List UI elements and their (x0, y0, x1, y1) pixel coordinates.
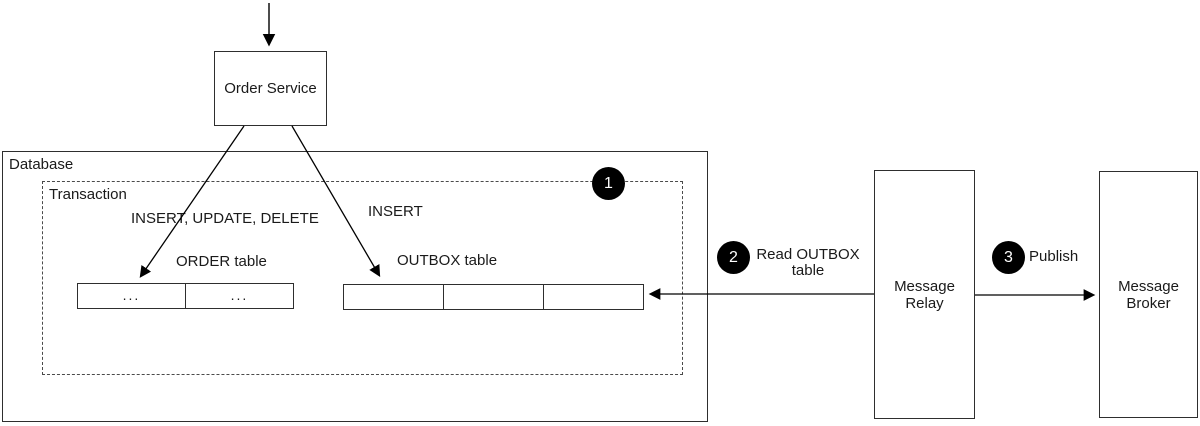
step-3-badge: 3 (992, 241, 1025, 274)
transaction-label: Transaction (49, 186, 127, 203)
message-broker-node: Message Broker (1099, 171, 1198, 418)
order-service-label: Order Service (224, 80, 317, 97)
outbox-table-label: OUTBOX table (397, 252, 498, 269)
order-table-cell: ... (78, 284, 186, 308)
step-3-label: Publish (1029, 248, 1079, 265)
message-relay-node: Message Relay (874, 170, 975, 419)
insert-update-delete-label: INSERT, UPDATE, DELETE (131, 210, 319, 227)
step-1-badge: 1 (592, 167, 625, 200)
message-broker-label: Message Broker (1118, 277, 1179, 312)
message-relay-label: Message Relay (894, 277, 955, 312)
outbox-table-cell (544, 285, 643, 309)
outbox-table-cell (444, 285, 544, 309)
database-label: Database (9, 156, 74, 173)
step-2-badge: 2 (717, 241, 750, 274)
outbox-table-row (343, 284, 644, 310)
insert-label: INSERT (368, 203, 423, 220)
order-table-cell: ... (230, 287, 249, 303)
order-table-row: ... ... (77, 283, 294, 309)
order-service-node: Order Service (214, 51, 327, 126)
outbox-table-cell (344, 285, 444, 309)
step-2-label: Read OUTBOX table (756, 246, 860, 279)
order-table-label: ORDER table (176, 253, 267, 270)
